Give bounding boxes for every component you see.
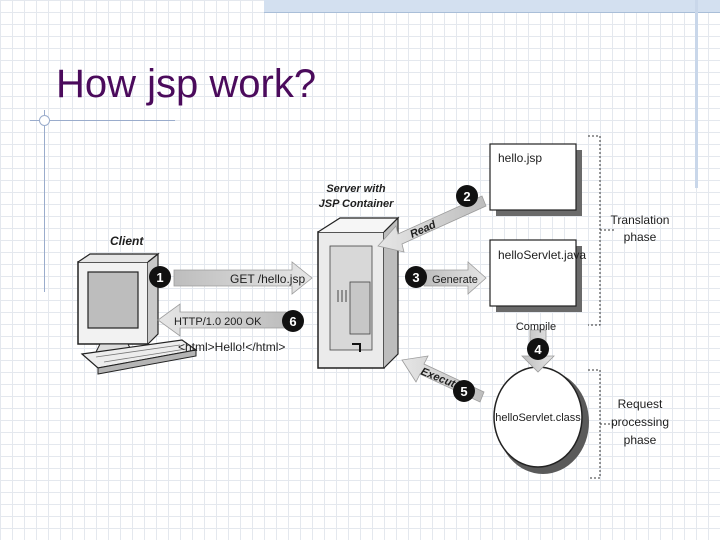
svg-text:4: 4 [534, 342, 542, 357]
title-side-line [44, 110, 45, 292]
title-underline [30, 120, 175, 121]
step-2-label: Read [408, 219, 438, 241]
client-computer-icon [77, 252, 198, 375]
servlet-java-label: helloServlet.java [498, 248, 586, 262]
servlet-class-label: helloServlet.class [495, 412, 581, 424]
step-3-label: Generate [432, 274, 478, 286]
response-body-label: <html>Hello!</html> [178, 340, 285, 354]
svg-text:2: 2 [463, 189, 470, 204]
top-decor-band [264, 0, 720, 13]
svg-text:6: 6 [289, 314, 296, 329]
servlet-java-file-box [489, 239, 582, 312]
request-phase-label-2: processing [611, 415, 669, 429]
right-decor-bar [695, 0, 698, 188]
request-arrow [173, 261, 313, 295]
svg-text:1: 1 [156, 270, 163, 285]
step-4-badge: 4 [527, 338, 549, 360]
step-6-badge: 6 [282, 310, 304, 332]
slide-title: How jsp work? [56, 62, 317, 106]
response-arrow [157, 303, 287, 337]
generate-arrow [423, 261, 487, 295]
step-2-badge: 2 [456, 185, 478, 207]
translation-phase-bracket [588, 135, 614, 326]
translation-phase-label-2: phase [624, 230, 657, 244]
server-label: Server with [326, 183, 386, 195]
client-label: Client [110, 234, 144, 248]
step-5-badge: 5 [453, 380, 475, 402]
request-phase-label-3: phase [624, 433, 657, 447]
hello-jsp-file-box [489, 143, 582, 216]
step-3-badge: 3 [405, 266, 427, 288]
read-arrow [377, 195, 487, 253]
svg-text:3: 3 [412, 270, 419, 285]
request-phase-bracket [588, 369, 614, 479]
step-1-label: GET /hello.jsp [230, 272, 305, 286]
servlet-class-circle [493, 366, 589, 474]
translation-phase-label: Translation [611, 213, 670, 227]
step-4-label: Compile [516, 321, 556, 333]
step-6-label: HTTP/1.0 200 OK [174, 316, 262, 328]
hello-jsp-label: hello.jsp [498, 151, 542, 165]
title-bullet-circle [39, 115, 50, 126]
server-label-2: JSP Container [319, 198, 394, 210]
server-tower-icon [317, 216, 400, 369]
svg-text:5: 5 [460, 384, 467, 399]
request-phase-label: Request [618, 397, 663, 411]
step-1-badge: 1 [149, 266, 171, 288]
